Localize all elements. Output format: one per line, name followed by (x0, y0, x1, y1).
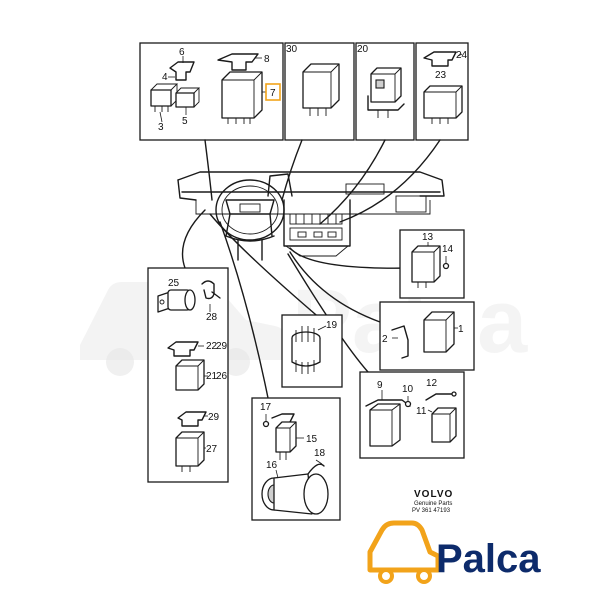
box-relay-30 (284, 42, 355, 141)
relay-27 (175, 431, 205, 467)
callout-11: 11 (416, 406, 427, 417)
small-relay-5 (175, 92, 195, 108)
callout-4: 4 (162, 72, 168, 83)
screw-14 (442, 262, 450, 270)
callout-27: 27 (206, 444, 218, 455)
callout-22: 22 (206, 341, 218, 352)
volvo-brand-name: VOLVO (414, 489, 453, 500)
callout-6: 6 (179, 47, 185, 58)
callout-9: 9 (377, 380, 383, 391)
horn-bracket-18 (307, 463, 325, 475)
callout-20: 20 (357, 44, 369, 55)
callout-29-a: 29 (216, 341, 228, 352)
box-relay-13 (399, 229, 465, 299)
relay-9 (369, 403, 401, 447)
callout-14: 14 (442, 244, 454, 255)
callout-17: 17 (260, 402, 272, 413)
callout-28: 28 (206, 312, 218, 323)
relay-11 (431, 407, 457, 443)
callout-30: 30 (286, 44, 298, 55)
box-relay-group-left (147, 267, 229, 483)
callout-19: 19 (326, 320, 338, 331)
bracket-15 (271, 413, 295, 423)
bracket-2 (391, 325, 409, 359)
bracket-29 (177, 411, 207, 427)
callout-5: 5 (182, 116, 188, 127)
small-relay-3 (150, 89, 172, 107)
callout-10: 10 (402, 384, 414, 395)
box-relay-20 (355, 42, 415, 141)
bracket-12 (425, 393, 455, 401)
palca-car-icon (367, 520, 441, 573)
relay-15 (275, 421, 297, 453)
callout-12: 12 (426, 378, 438, 389)
relay-1 (423, 311, 455, 353)
volvo-part-code: PV 361 47193 (412, 508, 451, 514)
callout-18: 18 (314, 448, 326, 459)
box-relay-group-a (139, 42, 284, 141)
connector-19 (291, 338, 321, 367)
box-relay-group-right (359, 371, 465, 459)
bracket-22 (167, 341, 199, 357)
relay-23 (423, 85, 463, 119)
box-relay-23 (415, 42, 469, 141)
callout-24: 24 (456, 50, 468, 61)
palca-logo: Palca (367, 520, 541, 584)
callout-21: 21 (206, 371, 218, 382)
relay-13 (411, 245, 441, 283)
box-relay-1 (379, 301, 475, 371)
palca-logo-text: Palca (436, 537, 541, 581)
callout-23: 23 (435, 70, 447, 81)
callout-15: 15 (306, 434, 318, 445)
bracket-24 (423, 51, 457, 67)
callout-3: 3 (158, 122, 164, 133)
callout-labels: 6 8 4 7 3 5 30 20 24 23 25 28 22 29 21 2… (158, 44, 468, 471)
screw-17 (262, 420, 270, 428)
highlight-box-7 (265, 83, 281, 101)
callout-7: 7 (270, 88, 276, 99)
box-relay-group-bottom (251, 397, 341, 521)
callout-16: 16 (266, 460, 278, 471)
callout-2: 2 (382, 334, 388, 345)
screw-10 (404, 400, 412, 408)
callout-26: 26 (216, 371, 228, 382)
callout-1: 1 (458, 324, 464, 335)
relay-7 (221, 71, 263, 119)
relay-30 (302, 63, 340, 109)
callout-13: 13 (422, 232, 434, 243)
volvo-branding: VOLVO Genuine Parts PV 361 47193 (412, 489, 453, 514)
callout-8: 8 (264, 54, 270, 65)
bracket-8 (217, 53, 259, 71)
box-connector-19 (281, 314, 343, 388)
relay-20 (370, 67, 402, 103)
dashboard-illustration (177, 171, 445, 261)
relay-21 (175, 359, 205, 391)
callout-29-b: 29 (208, 412, 220, 423)
volvo-brand-sub: Genuine Parts (414, 501, 452, 507)
callout-25: 25 (168, 278, 180, 289)
steering-wheel (215, 179, 285, 241)
